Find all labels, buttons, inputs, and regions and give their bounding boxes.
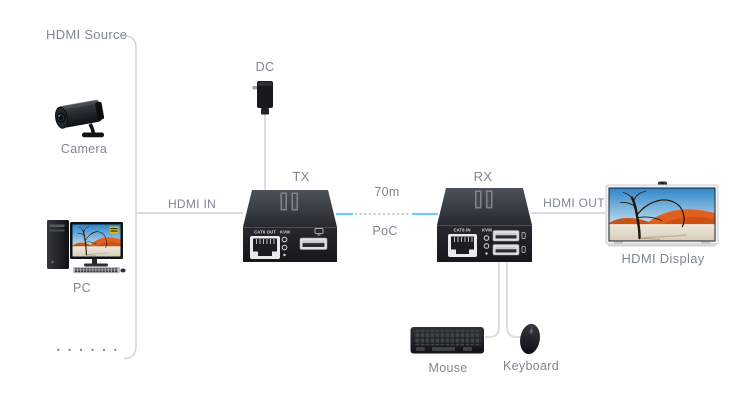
dc-plug-icon bbox=[252, 81, 273, 115]
tx-label: TX bbox=[292, 169, 310, 184]
kvm-leds-tx bbox=[281, 236, 288, 257]
more-sources-dots: ▪ ▪ ▪ ▪ ▪ ▪ bbox=[57, 347, 121, 354]
source-group-bracket bbox=[122, 34, 137, 360]
usb-cable-keyboard bbox=[485, 261, 500, 338]
tx-kvm-label: KVM bbox=[280, 230, 290, 235]
distance-label: 70m bbox=[374, 185, 400, 199]
rx-rj45-port-label: CAT6 IN bbox=[453, 228, 470, 233]
pc-icon bbox=[47, 220, 126, 274]
hdmi-display-icon bbox=[605, 181, 719, 247]
usb-cable-mouse bbox=[506, 261, 521, 338]
usb-port-rx-top bbox=[492, 230, 520, 242]
rx-label: RX bbox=[473, 169, 493, 184]
pc-label: PC bbox=[73, 281, 91, 295]
keyboard-icon-caption: Mouse bbox=[428, 361, 468, 375]
kvm-leds-rx bbox=[483, 235, 490, 255]
rx-kvm-label: KVM bbox=[482, 228, 492, 233]
tx-rj45-port-label: CAT6 OUT bbox=[254, 230, 276, 235]
poc-label: PoC bbox=[372, 224, 398, 238]
rx-device: CAT6 IN KVM bbox=[437, 188, 532, 262]
camera-label: Camera bbox=[60, 142, 108, 156]
rj45-port-tx bbox=[250, 236, 280, 259]
tx-device: CAT6 OUT KVM bbox=[243, 190, 337, 262]
hdmi-out-label: HDMI OUT bbox=[543, 196, 605, 210]
keyboard-icon bbox=[410, 327, 484, 354]
monitor-glyph-tx bbox=[314, 228, 324, 236]
mouse-icon bbox=[520, 323, 540, 355]
hdmi-display-label: HDMI Display bbox=[621, 251, 705, 266]
usb-port-tx bbox=[299, 237, 328, 250]
hdmi-source-label: HDMI Source bbox=[46, 27, 128, 42]
peripheral-glyphs-rx bbox=[521, 232, 526, 253]
hdmi-in-label: HDMI IN bbox=[167, 197, 217, 211]
usb-port-rx-bottom bbox=[492, 244, 520, 256]
camera-icon bbox=[55, 99, 105, 138]
rj45-port-rx bbox=[448, 234, 477, 257]
dc-label: DC bbox=[255, 60, 275, 74]
mouse-icon-caption: Keyboard bbox=[503, 359, 559, 373]
